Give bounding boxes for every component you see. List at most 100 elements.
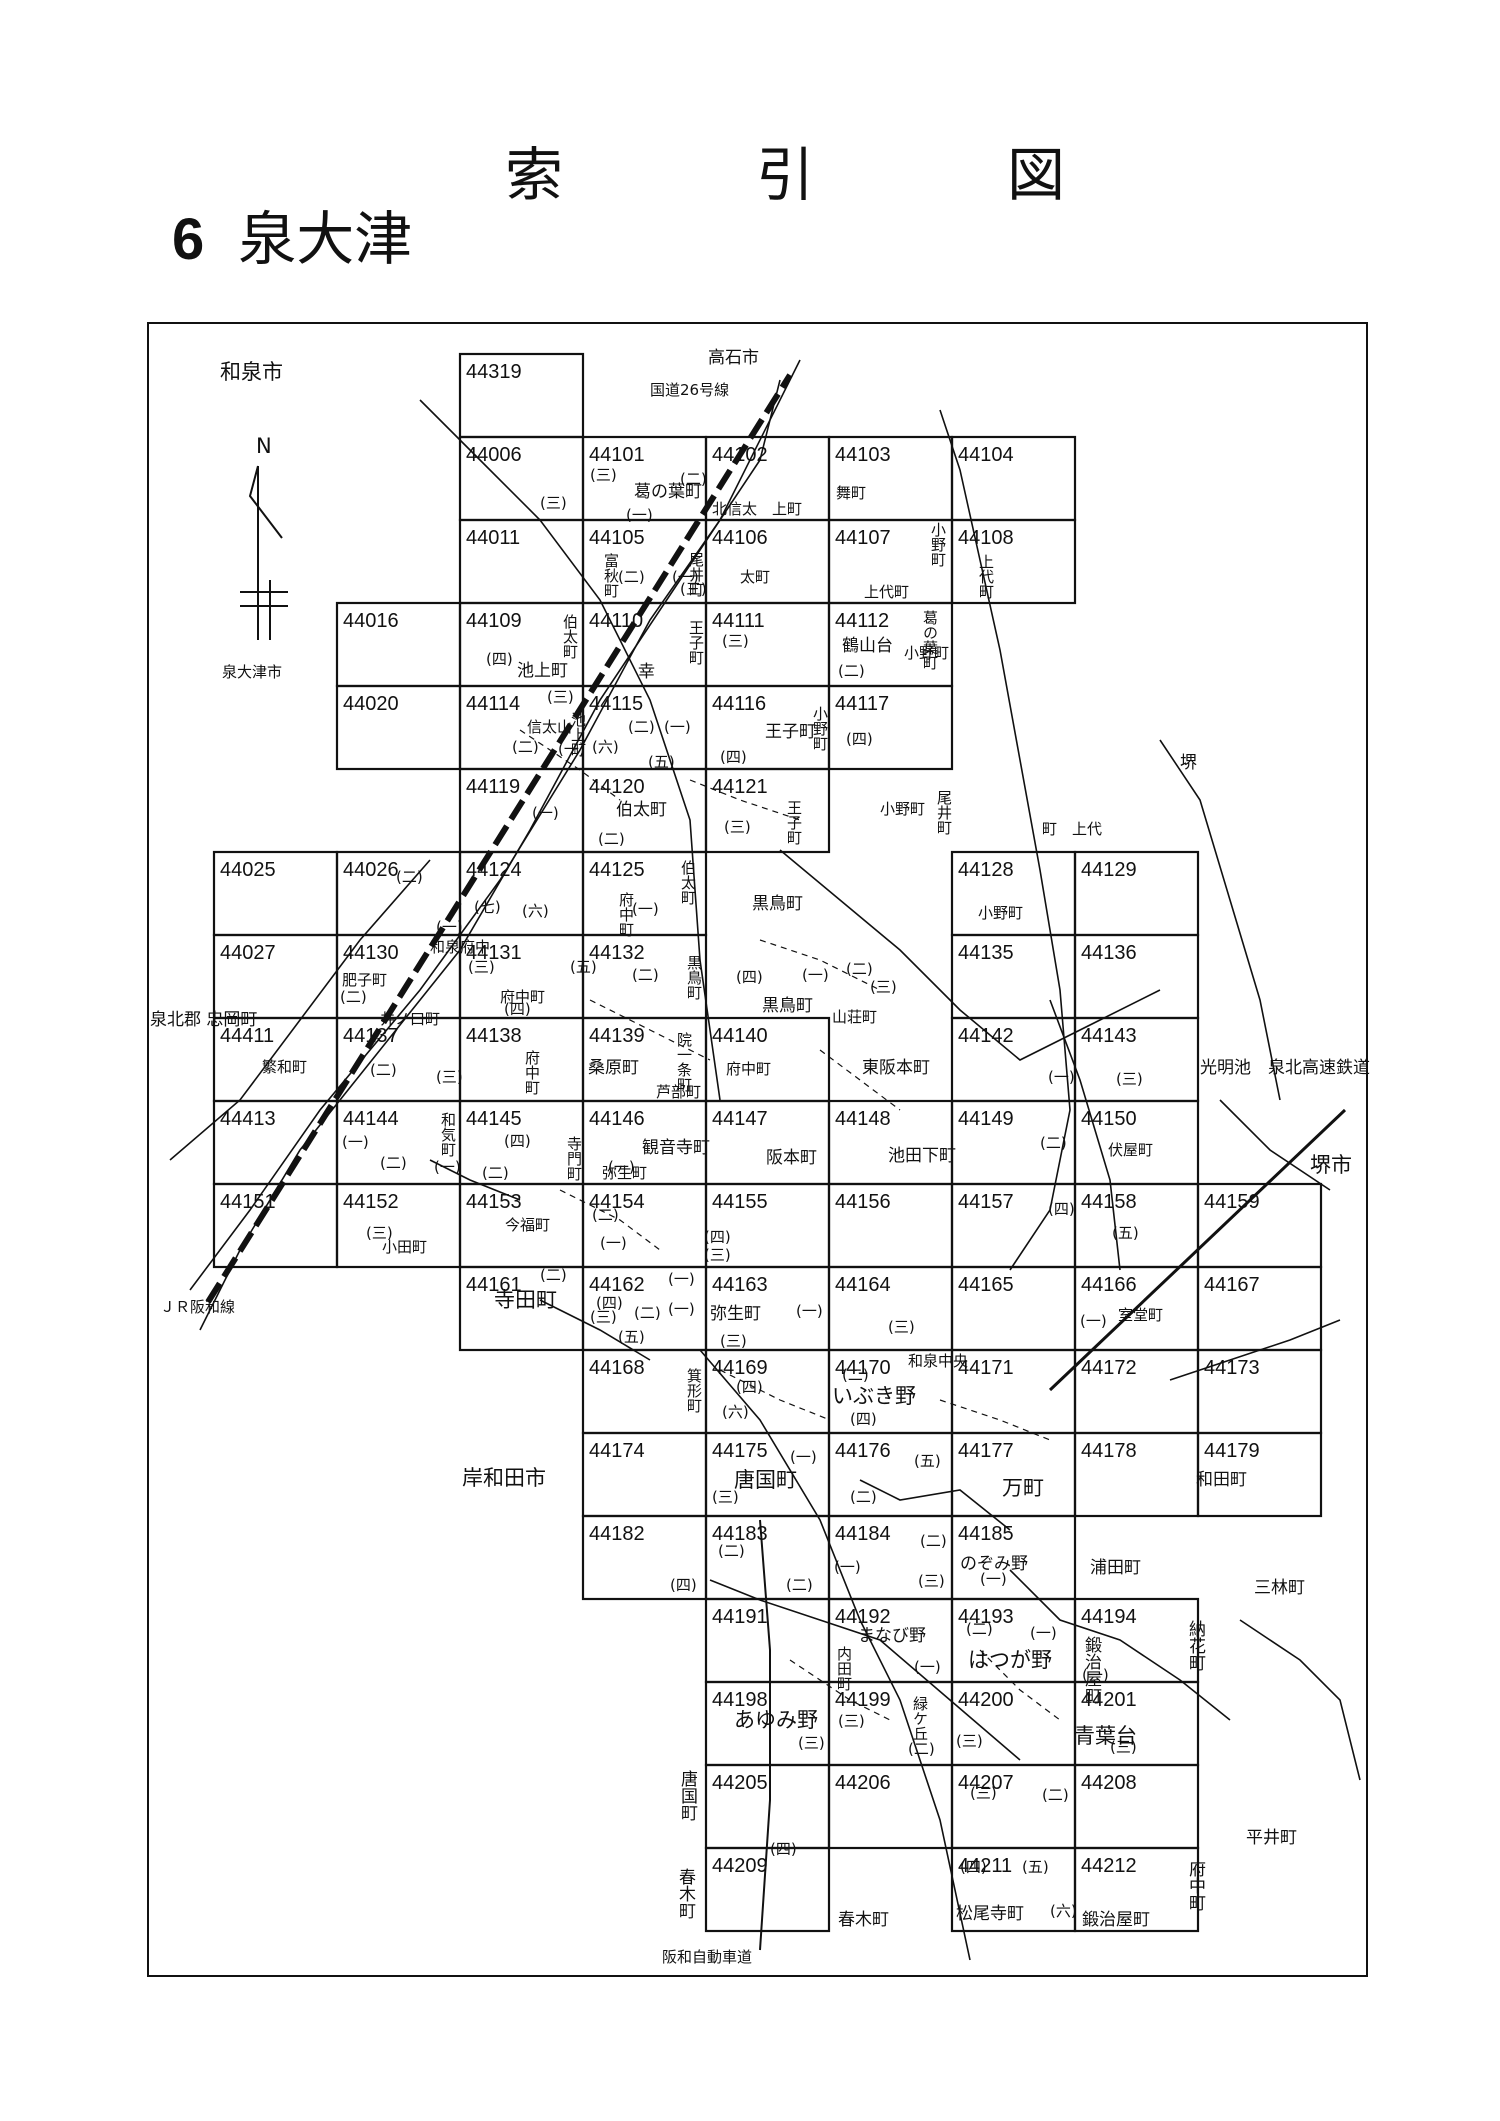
chome-marker: (二) <box>396 868 423 886</box>
place-label-harugi2: 春木町 <box>838 1910 889 1930</box>
place-label-tadaoka: 泉北郡 忠岡町 <box>150 1010 258 1030</box>
chome-marker: (一) <box>436 918 463 936</box>
place-label-semboku_line: 光明池 泉北高速鉄道 <box>1200 1058 1370 1078</box>
sheet-number-44168: 44168 <box>589 1357 645 1379</box>
place-label-sanso: 山荘町 <box>832 1008 878 1026</box>
place-label-kamishiro3: 町 上代 <box>1042 820 1103 838</box>
chome-marker: (三) <box>720 1332 747 1350</box>
chome-marker: (二) <box>628 718 655 736</box>
place-label-tomiaki: 富秋町 <box>602 553 620 598</box>
sheet-number-44207: 44207 <box>958 1772 1014 1794</box>
place-label-hakata2: 伯太町 <box>616 800 667 820</box>
place-label-koda: 小田町 <box>382 1238 428 1256</box>
map-title: 索 引 図 <box>505 128 1065 209</box>
chome-marker: (四) <box>850 1410 877 1428</box>
chome-marker: (二) <box>380 1154 407 1172</box>
chome-marker: (一) <box>1082 1666 1109 1684</box>
sheet-number-44164: 44164 <box>835 1274 891 1296</box>
chome-marker: (二) <box>838 662 865 680</box>
chome-marker: (四) <box>770 1840 797 1858</box>
sheet-number-44145: 44145 <box>466 1108 522 1130</box>
chome-marker: (二) <box>512 738 539 756</box>
place-label-kishiwada_city: 岸和田市 <box>462 1466 546 1490</box>
place-label-man: 万町 <box>1002 1476 1044 1500</box>
sheet-number-44155: 44155 <box>712 1191 768 1213</box>
chome-marker: (三) <box>918 1572 945 1590</box>
place-label-jr_line: ＪＲ阪和線 <box>160 1298 236 1316</box>
chome-marker: (一) <box>672 568 699 586</box>
place-label-fuchu5: 府中町 <box>1185 1860 1205 1911</box>
chome-marker: (二) <box>842 1366 869 1384</box>
chome-marker: (二) <box>598 830 625 848</box>
sheet-number-44179: 44179 <box>1204 1440 1260 1462</box>
place-label-yayoi1: 弥生町 <box>602 1164 648 1182</box>
chome-marker: (二) <box>340 988 367 1006</box>
chome-marker: (三) <box>1116 1070 1143 1088</box>
chome-marker: (二) <box>482 1164 509 1182</box>
sheet-44108[interactable] <box>950 518 1077 605</box>
sheet-number-44104: 44104 <box>958 444 1014 466</box>
sheet-number-44025: 44025 <box>220 859 276 881</box>
chome-marker: (二) <box>718 1542 745 1560</box>
chome-marker: (三) <box>366 1224 393 1242</box>
sheet-number-44174: 44174 <box>589 1440 645 1462</box>
chome-marker: (一) <box>796 1302 823 1320</box>
sheet-number-44131: 44131 <box>466 942 522 964</box>
sheet-number-44157: 44157 <box>958 1191 1014 1213</box>
chome-marker: (五) <box>618 1328 645 1346</box>
chome-marker: (一) <box>980 1570 1007 1588</box>
chome-marker: (三) <box>838 1712 865 1730</box>
sheet-number-44166: 44166 <box>1081 1274 1137 1296</box>
chome-marker: (一) <box>626 506 653 524</box>
sheet-number-44106: 44106 <box>712 527 768 549</box>
place-label-kuzunoha: 葛の葉町 <box>634 482 702 502</box>
chome-marker: (三) <box>1110 1738 1137 1756</box>
chome-marker: (六) <box>592 738 619 756</box>
sheet-number-44152: 44152 <box>343 1191 399 1213</box>
place-label-izumi_city: 和泉市 <box>220 360 283 384</box>
sheet-number-44144: 44144 <box>343 1108 399 1130</box>
chome-marker: (五) <box>914 1452 941 1470</box>
chome-marker: (三) <box>540 494 567 512</box>
chome-marker: (一) <box>558 740 585 758</box>
sheet-number-44172: 44172 <box>1081 1357 1137 1379</box>
chome-marker: (二) <box>540 1266 567 1284</box>
sheet-number-44151: 44151 <box>220 1191 276 1213</box>
sheet-number-44130: 44130 <box>343 942 399 964</box>
sheet-number-44183: 44183 <box>712 1523 768 1545</box>
chome-marker: (四) <box>596 1294 623 1312</box>
chome-marker: (三) <box>712 1488 739 1506</box>
place-label-futo: 太町 <box>740 568 771 586</box>
place-label-ibukino: いぶき野 <box>832 1384 916 1408</box>
sheet-number-44107: 44107 <box>835 527 891 549</box>
chome-marker: (六) <box>522 902 549 920</box>
place-label-higashisakamoto: 東阪本町 <box>862 1058 930 1078</box>
place-label-mitsubayashi: 三林町 <box>1254 1578 1305 1598</box>
sheet-number-44110: 44110 <box>589 610 643 632</box>
sheet-number-44119: 44119 <box>466 776 520 798</box>
sheet-number-44112: 44112 <box>835 610 889 632</box>
sheet-44179[interactable] <box>1196 1431 1323 1518</box>
sheet-number-44162: 44162 <box>589 1274 645 1296</box>
sheet-44209[interactable] <box>704 1846 831 1933</box>
sheet-44117[interactable] <box>827 684 954 771</box>
sheet-number-44182: 44182 <box>589 1523 645 1545</box>
chome-marker: (一) <box>802 966 829 984</box>
chome-marker: (四) <box>736 968 763 986</box>
chome-marker: (三) <box>956 1732 983 1750</box>
sheet-number-44167: 44167 <box>1204 1274 1260 1296</box>
chome-marker: (四) <box>1048 1200 1075 1218</box>
place-label-sakai_city: 堺市 <box>1310 1153 1352 1177</box>
sheet-44121[interactable] <box>704 767 831 854</box>
sheet-44212[interactable] <box>1073 1846 1200 1933</box>
sheet-number-44139: 44139 <box>589 1025 645 1047</box>
sheet-number-44150: 44150 <box>1081 1108 1137 1130</box>
chome-marker: (二) <box>920 1532 947 1550</box>
sheet-number-44026: 44026 <box>343 859 399 881</box>
place-label-nouka: 納花町 <box>1185 1620 1205 1671</box>
chome-marker: (一) <box>664 718 691 736</box>
sheet-number-44109: 44109 <box>466 610 522 632</box>
sheet-number-44146: 44146 <box>589 1108 645 1130</box>
sheet-number-44319: 44319 <box>466 361 522 383</box>
chome-marker: (一) <box>632 900 659 918</box>
